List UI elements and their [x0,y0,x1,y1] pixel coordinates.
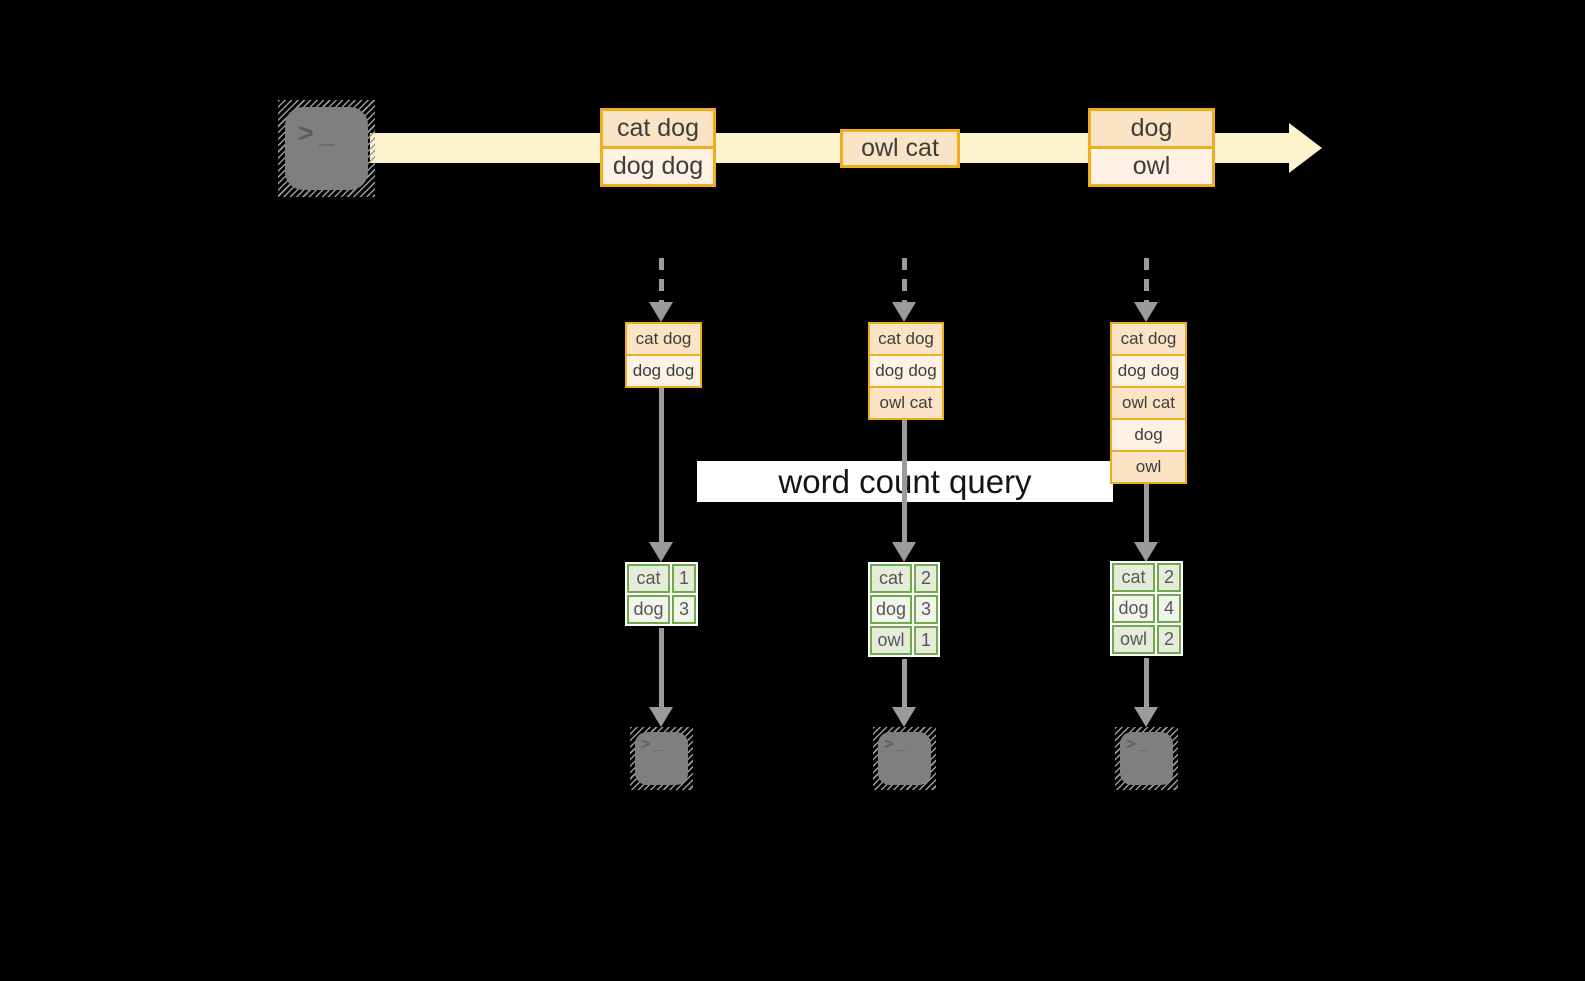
batch-cell: owl [1091,146,1212,184]
source-terminal-icon: > _ [278,100,375,197]
buffer-cell: owl [1112,450,1185,482]
dashed-arrow-down-icon [1134,258,1158,322]
buffer-cell: owl cat [1112,386,1185,418]
buffer-list-2: cat dog dog dog owl cat [868,322,944,420]
output-terminal-icon: > _ [630,727,693,790]
arrow-down-icon [649,388,673,562]
arrow-down-icon [892,659,916,727]
stream-arrowhead-icon [1289,123,1322,173]
arrow-down-icon [649,628,673,727]
stream-batch-2: owl cat [840,129,960,168]
buffer-cell: dog dog [627,354,700,386]
buffer-list-1: cat dog dog dog [625,322,702,388]
buffer-cell: cat dog [870,324,942,354]
terminal-prompt-icon: > _ [884,736,906,753]
count-value: 2 [1157,625,1181,654]
count-value: 2 [1157,563,1181,592]
terminal-screen [1120,732,1173,785]
terminal-prompt-icon: > _ [641,736,663,753]
terminal-screen [285,107,368,190]
buffer-cell: dog dog [1112,354,1185,386]
count-word: dog [627,595,670,624]
terminal-screen [635,732,688,785]
buffer-cell: cat dog [627,324,700,354]
count-word: owl [1112,625,1155,654]
count-table-2: cat 2 dog 3 owl 1 [868,562,940,657]
count-word: cat [627,564,670,593]
dashed-arrow-down-icon [649,258,673,322]
count-value: 4 [1157,594,1181,623]
buffer-cell: dog dog [870,354,942,386]
stream-batch-3: dog owl [1088,108,1215,187]
buffer-cell: owl cat [870,386,942,418]
arrow-down-icon [892,420,916,562]
count-word: cat [1112,563,1155,592]
output-terminal-icon: > _ [1115,727,1178,790]
dashed-arrow-down-icon [892,258,916,322]
count-value: 1 [914,626,938,655]
stream-batch-1: cat dog dog dog [600,108,716,187]
count-word: dog [870,595,912,624]
count-table-3: cat 2 dog 4 owl 2 [1110,561,1183,656]
count-value: 3 [914,595,938,624]
count-word: dog [1112,594,1155,623]
batch-cell: cat dog [603,111,713,146]
buffer-cell: dog [1112,418,1185,450]
buffer-list-3: cat dog dog dog owl cat dog owl [1110,322,1187,484]
arrow-down-icon [1134,658,1158,727]
count-value: 2 [914,564,938,593]
count-table-1: cat 1 dog 3 [625,562,698,626]
batch-cell: dog dog [603,146,713,184]
arrow-down-icon [1134,484,1158,562]
batch-cell: dog [1091,111,1212,146]
count-value: 1 [672,564,696,593]
terminal-screen [878,732,931,785]
buffer-cell: cat dog [1112,324,1185,354]
count-word: owl [870,626,912,655]
output-terminal-icon: > _ [873,727,936,790]
terminal-prompt-icon: > _ [1126,736,1148,753]
terminal-prompt-icon: > _ [298,118,335,148]
count-word: cat [870,564,912,593]
count-value: 3 [672,595,696,624]
batch-cell: owl cat [843,132,957,165]
